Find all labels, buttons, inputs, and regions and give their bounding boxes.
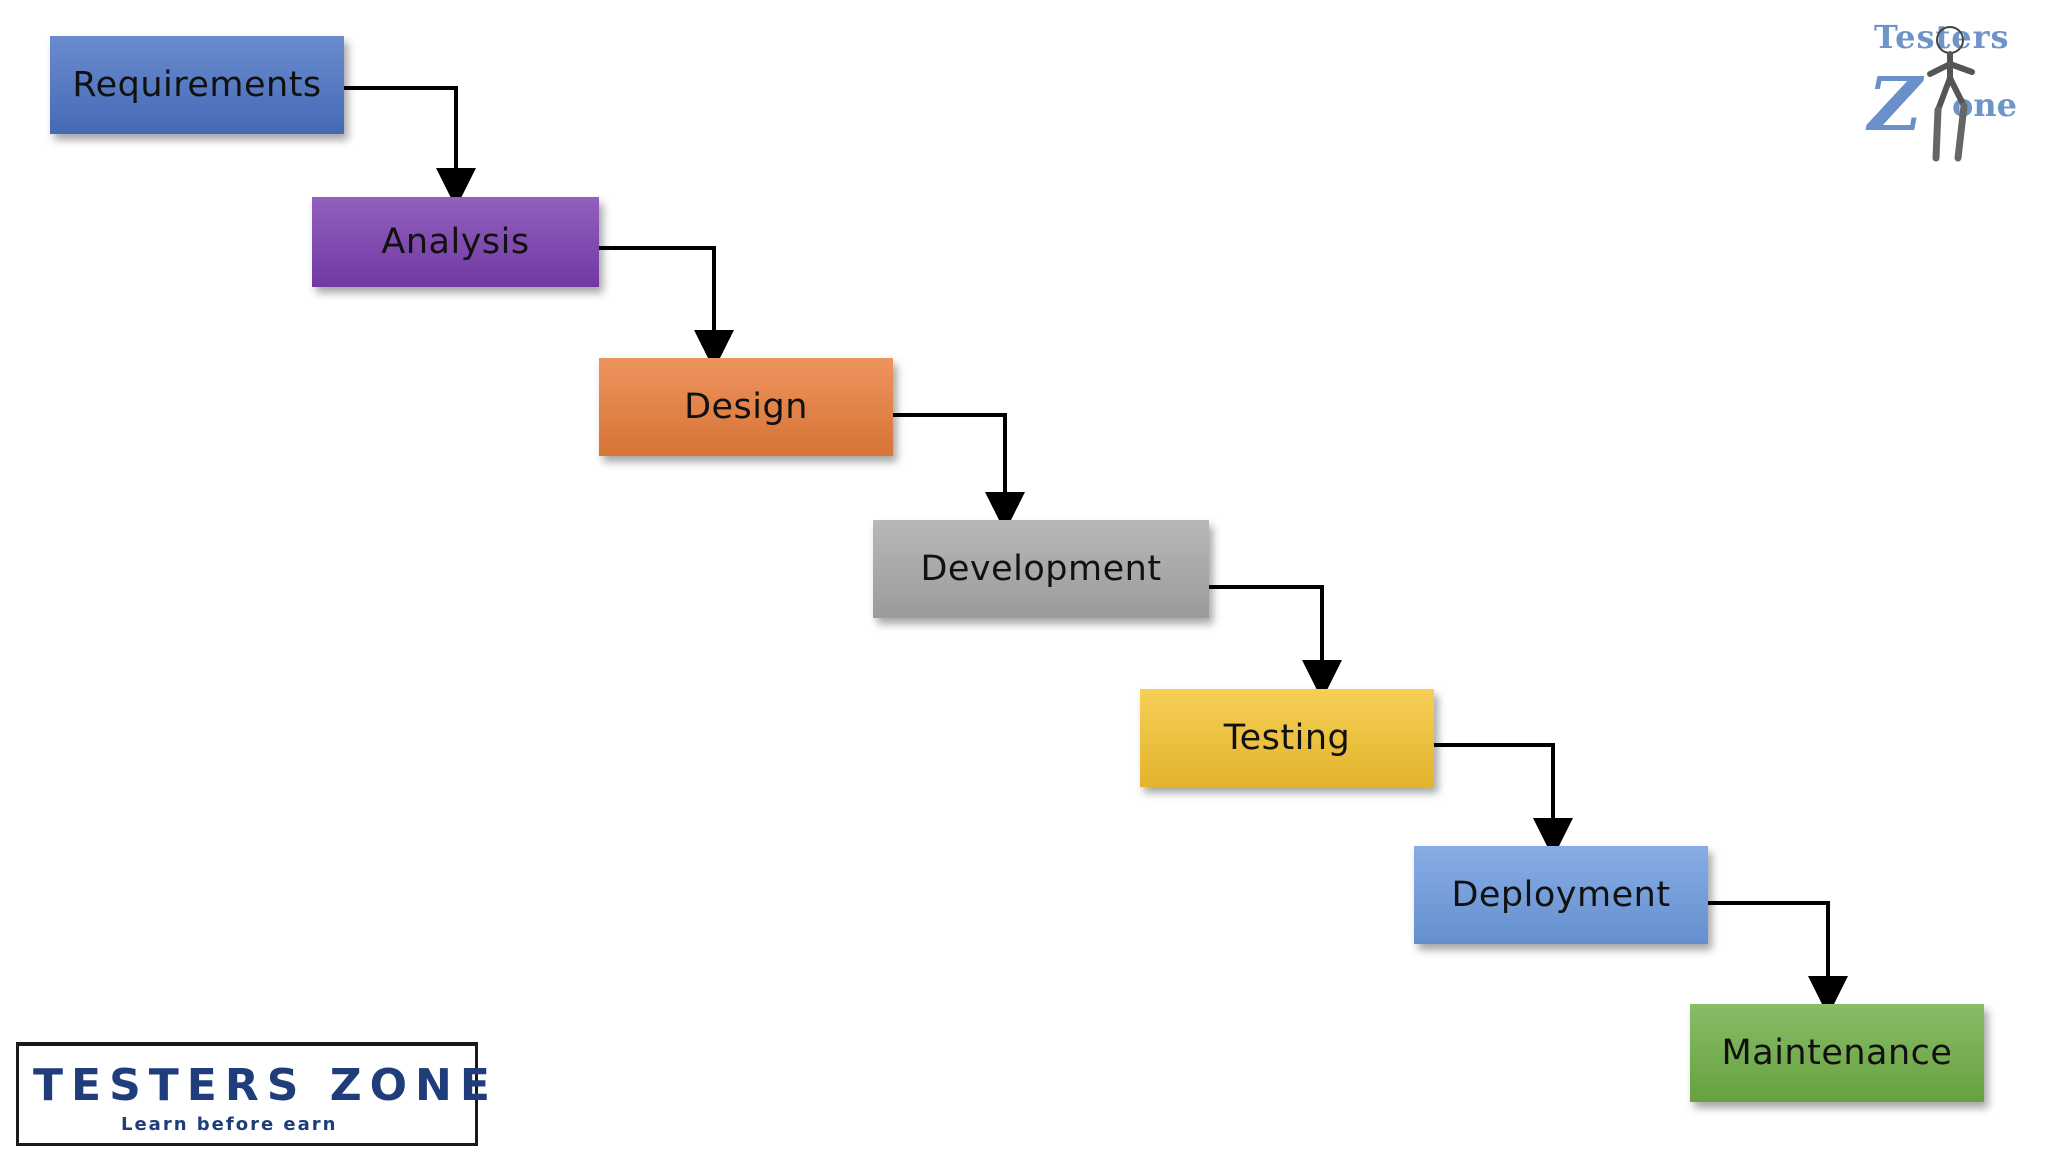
stage-design: Design — [599, 358, 893, 456]
stage-analysis: Analysis — [312, 197, 599, 287]
stage-label: Testing — [1223, 718, 1351, 758]
arrow-testing-to-deployment — [1434, 743, 1573, 858]
logo-letter-z: Z — [1868, 62, 1923, 148]
arrow-development-to-testing — [1209, 585, 1342, 700]
stage-label: Analysis — [381, 222, 530, 262]
stage-maintenance: Maintenance — [1690, 1004, 1984, 1102]
arrow-design-to-development — [893, 413, 1025, 532]
arrow-analysis-to-design — [599, 246, 734, 370]
brand-tagline: Learn before earn — [121, 1114, 338, 1135]
stage-requirements: Requirements — [50, 36, 344, 134]
stage-label: Requirements — [72, 65, 322, 105]
brand-title: TESTERS ZONE — [33, 1060, 498, 1111]
arrow-deployment-to-maintenance — [1708, 901, 1848, 1016]
stage-development: Development — [873, 520, 1209, 618]
stage-deployment: Deployment — [1414, 846, 1708, 944]
mascot-figure-icon — [1927, 26, 1975, 162]
arrow-requirements-to-analysis — [344, 86, 476, 208]
testers-zone-logo: Testers Z one — [1868, 18, 2028, 168]
stage-label: Deployment — [1451, 875, 1671, 915]
stage-label: Development — [920, 549, 1162, 589]
stage-testing: Testing — [1140, 689, 1434, 787]
brand-box: TESTERS ZONE Learn before earn — [16, 1042, 490, 1146]
stage-label: Design — [684, 387, 808, 427]
stage-label: Maintenance — [1721, 1033, 1953, 1073]
